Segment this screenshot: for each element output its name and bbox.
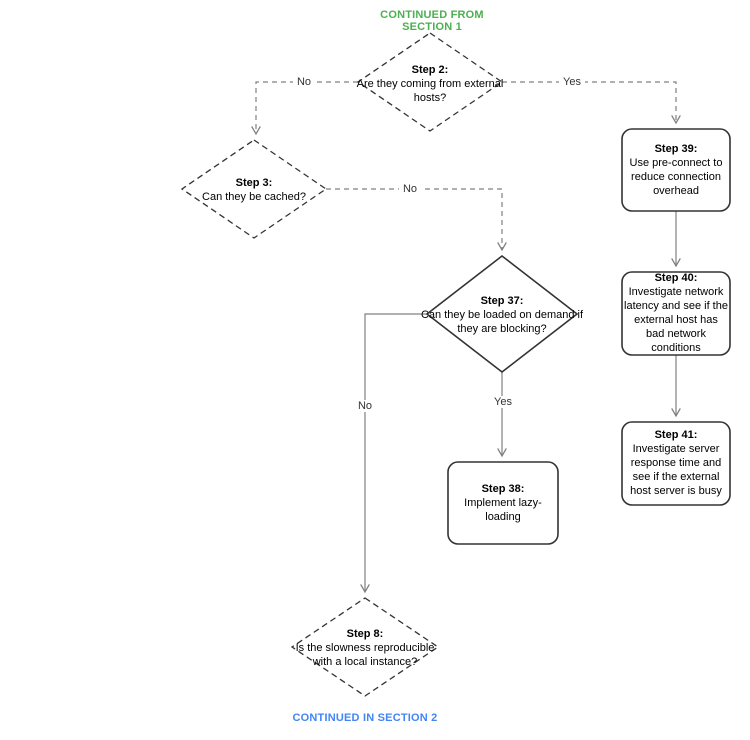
- node-step3: Step 3: Can they be cached?: [179, 176, 329, 204]
- node-step2: Step 2: Are they coming from external ho…: [350, 63, 510, 105]
- node-step3-title: Step 3:: [235, 176, 273, 189]
- node-step39-title: Step 39:: [654, 142, 698, 155]
- step2-decision-shape: [356, 32, 504, 132]
- edge-label-step37-yes: Yes: [490, 396, 516, 408]
- step40-process-shape: [621, 271, 731, 356]
- node-step37: Step 37: Can they be loaded on demand if…: [417, 294, 587, 336]
- edge-label-step2-no: No: [292, 76, 316, 88]
- step41-process-shape: [621, 421, 731, 506]
- node-step8-title: Step 8:: [346, 627, 384, 640]
- edge-step37-step8: [360, 313, 427, 594]
- edge-label-step3-no: No: [398, 183, 422, 195]
- node-step37-title: Step 37:: [480, 294, 524, 307]
- node-step38-text: Implement lazy-loading: [464, 496, 542, 524]
- step38-process-shape: [447, 461, 559, 545]
- edge-label-step37-no: No: [353, 400, 377, 412]
- edge-label-step2-yes: Yes: [559, 76, 585, 88]
- node-step8-text: Is the slowness reproducible with a loca…: [295, 641, 435, 669]
- node-step37-text: Can they be loaded on demand if they are…: [420, 308, 584, 336]
- step8-decision-shape: [290, 597, 440, 697]
- node-step8: Step 8: Is the slowness reproducible wit…: [285, 627, 445, 669]
- node-step41: Step 41: Investigate server response tim…: [624, 428, 728, 498]
- node-step39-text: Use pre-connect to reduce connection ove…: [629, 156, 723, 198]
- node-step38-title: Step 38:: [481, 482, 525, 495]
- step39-process-shape: [621, 128, 731, 212]
- node-step3-text: Can they be cached?: [202, 191, 306, 203]
- node-step2-text: Are they coming from external hosts?: [356, 77, 504, 105]
- node-step39: Step 39: Use pre-connect to reduce conne…: [625, 142, 727, 198]
- step37-decision-shape: [425, 254, 579, 374]
- edge-step2-step3: [251, 81, 358, 136]
- node-step40-text: Investigate network latency and see if t…: [624, 285, 728, 355]
- node-step2-title: Step 2:: [411, 63, 449, 76]
- node-step38: Step 38: Implement lazy-loading: [450, 482, 556, 524]
- step3-decision-shape: [180, 139, 328, 239]
- edge-step3-step37: [326, 188, 507, 252]
- continued-from-label: CONTINUED FROM SECTION 1: [380, 9, 484, 33]
- node-step41-text: Investigate server response time and see…: [630, 442, 722, 498]
- node-step40-title: Step 40:: [654, 271, 698, 284]
- node-step41-title: Step 41:: [654, 428, 698, 441]
- edge-step2-step39: [502, 81, 681, 125]
- node-step40: Step 40: Investigate network latency and…: [624, 271, 728, 355]
- continued-in-label: CONTINUED IN SECTION 2: [292, 712, 438, 724]
